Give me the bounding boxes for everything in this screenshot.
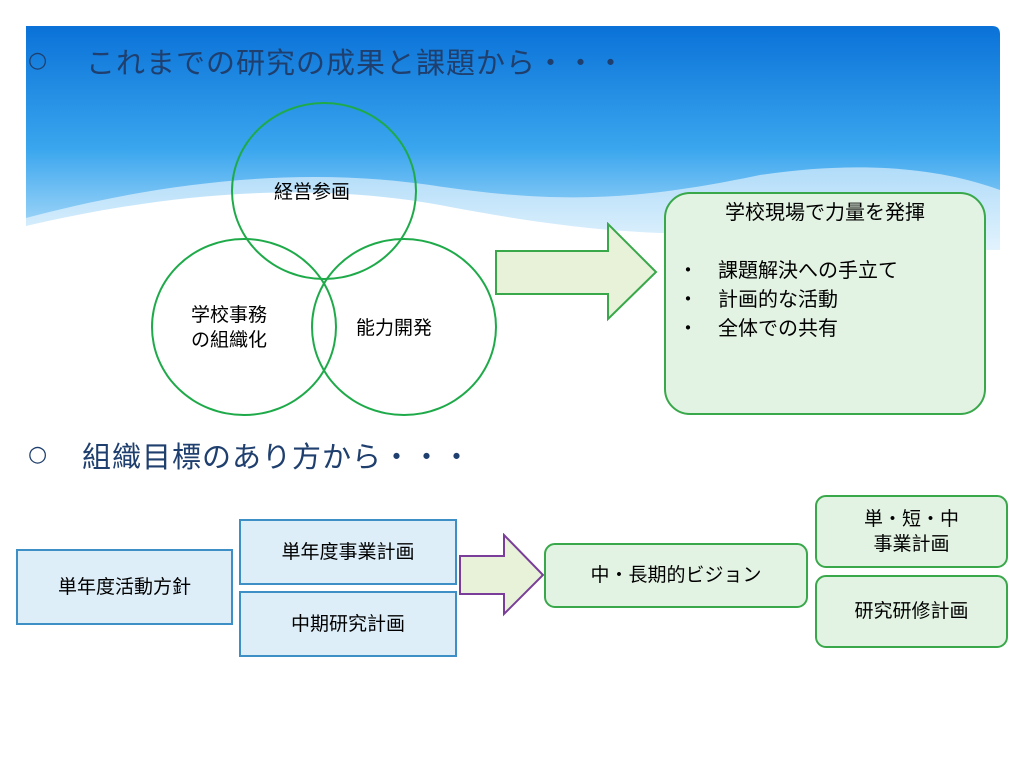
box-business-plans: 単・短・中 事業計画 bbox=[815, 495, 1008, 568]
box-annual-business-plan: 単年度事業計画 bbox=[239, 519, 457, 585]
venn-label-organization: 学校事務 の組織化 bbox=[191, 304, 268, 351]
venn-circle-right bbox=[311, 238, 497, 416]
result-item-planning: ・ 計画的な活動 bbox=[678, 287, 838, 311]
arrow-to-vision bbox=[459, 533, 545, 617]
box-training-plan: 研究研修計画 bbox=[815, 575, 1008, 648]
venn-label-ability: 能力開発 bbox=[356, 317, 433, 339]
box-annual-policy: 単年度活動方針 bbox=[16, 549, 233, 625]
result-item-sharing: ・ 全体での共有 bbox=[678, 316, 838, 340]
section-heading-research: これまでの研究の成果と課題から・・・ bbox=[86, 46, 627, 80]
box-long-term-vision: 中・長期的ビジョン bbox=[544, 543, 808, 608]
venn-circle-top bbox=[231, 102, 417, 280]
blank-line bbox=[678, 227, 972, 256]
box-midterm-research-plan: 中期研究計画 bbox=[239, 591, 457, 657]
arrow-to-result bbox=[495, 222, 658, 322]
section-heading-goals: 組織目標のあり方から・・・ bbox=[82, 440, 473, 474]
result-title: 学校現場で力量を発揮 bbox=[725, 200, 925, 224]
result-item-solution: ・ 課題解決への手立て bbox=[678, 258, 898, 282]
result-box: 学校現場で力量を発揮 ・ 課題解決への手立て ・ 計画的な活動 ・ 全体での共有 bbox=[664, 192, 986, 415]
bullet-marker: ○ bbox=[28, 442, 48, 467]
bullet-marker: ○ bbox=[28, 48, 48, 73]
venn-label-management: 経営参画 bbox=[274, 181, 351, 203]
